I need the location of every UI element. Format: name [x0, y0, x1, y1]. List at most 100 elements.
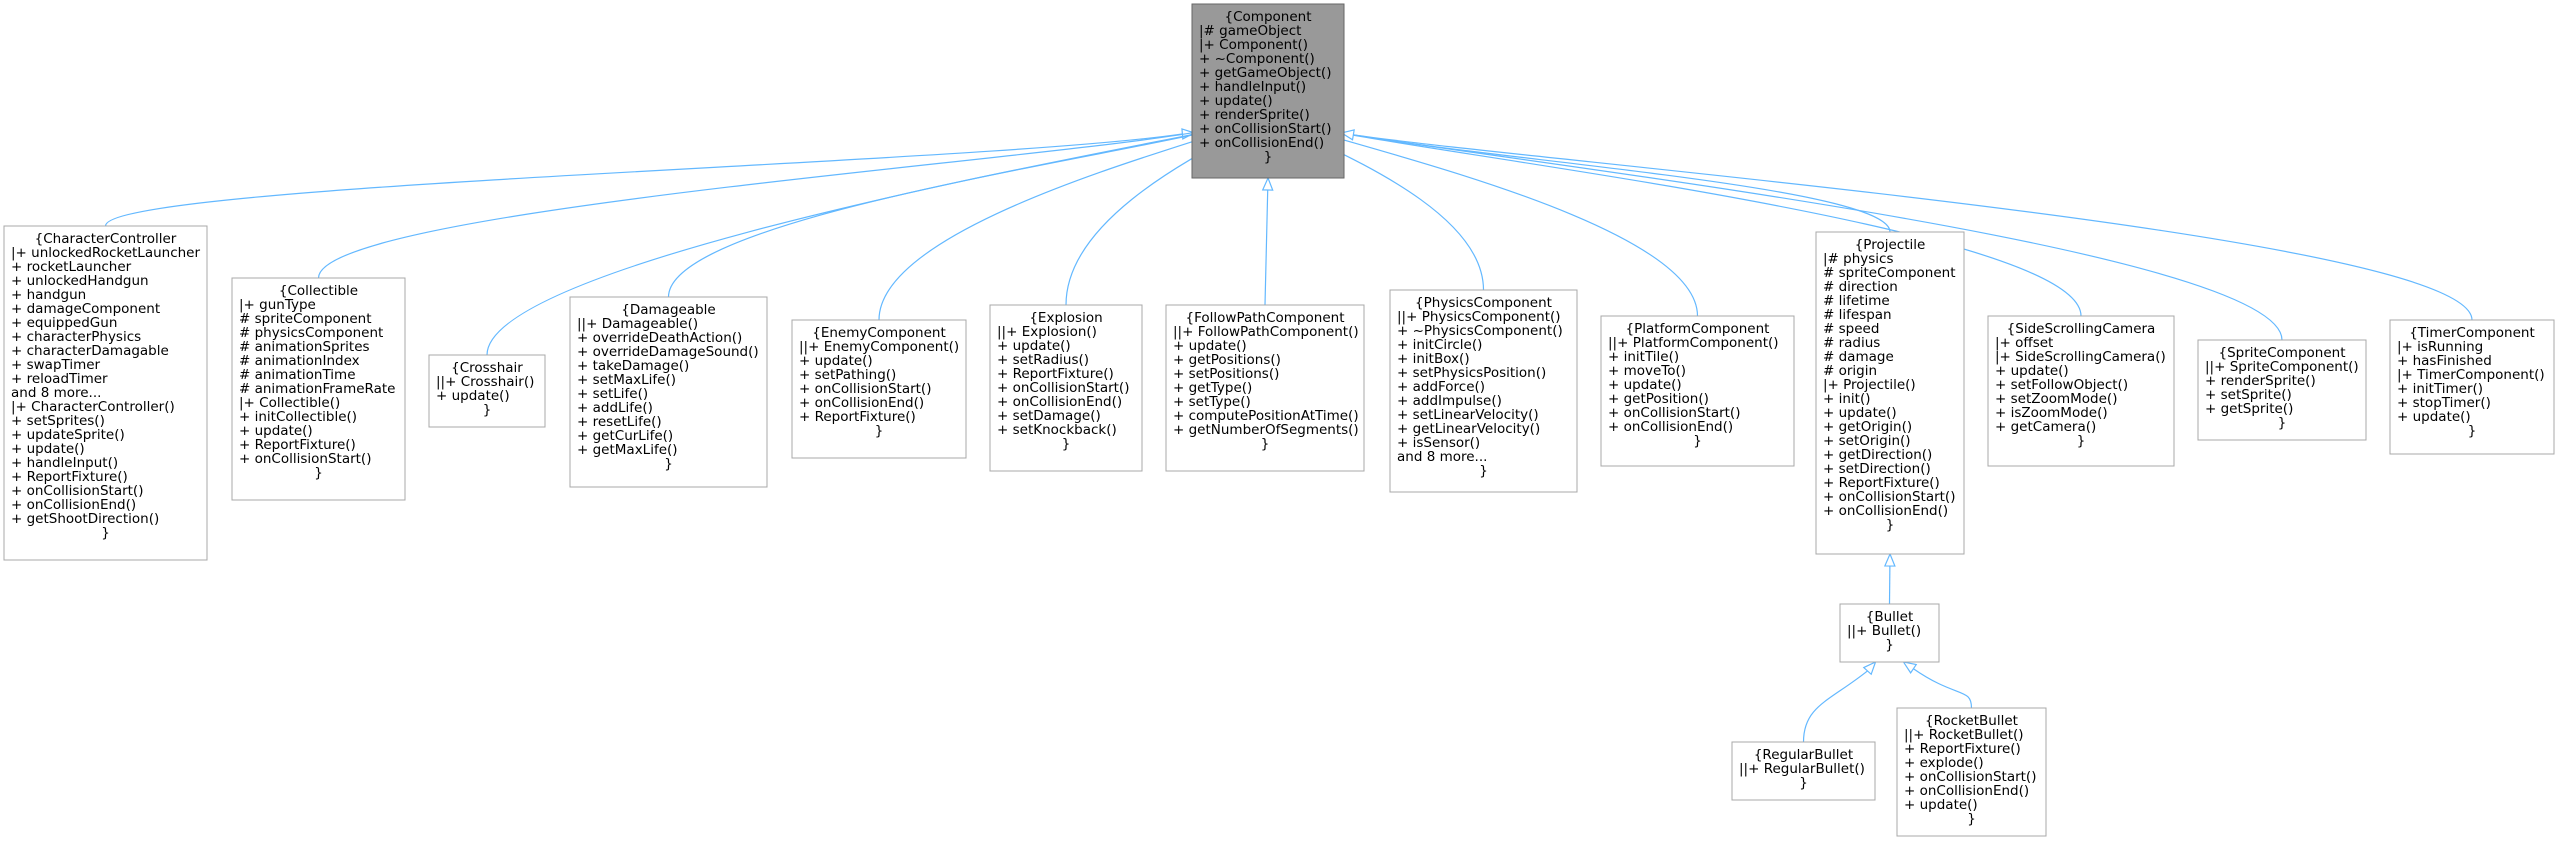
class-box: [1165, 304, 1365, 472]
class-member-line: |+ offset: [1995, 335, 2053, 351]
class-member-line: + isSensor(): [1397, 435, 1480, 451]
class-member-line: + onCollisionEnd(): [799, 395, 924, 411]
class-member-line: ||+ SpriteComponent(): [2205, 359, 2359, 375]
class-member-line: + initBox(): [1397, 351, 1470, 367]
class-node-collectible[interactable]: {Collectible|+ gunType# spriteComponent#…: [231, 277, 406, 501]
class-member-line: + reloadTimer: [11, 371, 108, 387]
inheritance-arrowhead-timer-component: [1339, 129, 1355, 141]
class-member-line: + update(): [239, 423, 313, 439]
class-node-platform-component[interactable]: {PlatformComponent||+ PlatformComponent(…: [1600, 315, 1795, 467]
class-title: {Damageable: [621, 302, 715, 318]
class-member-line: # animationFrameRate: [239, 381, 395, 397]
class-title: {Projectile: [1855, 237, 1926, 253]
class-member-line: + initCircle(): [1397, 337, 1482, 353]
class-member-line: }: [314, 465, 323, 481]
class-member-line: + damageComponent: [11, 301, 160, 317]
class-member-line: + ReportFixture(): [997, 366, 1114, 382]
class-member-line: |+ Collectible(): [239, 395, 340, 411]
class-member-line: + setKnockback(): [997, 422, 1117, 438]
class-member-line: }: [1967, 811, 1976, 827]
class-node-regular-bullet[interactable]: {RegularBullet||+ RegularBullet()}: [1731, 741, 1876, 801]
class-node-side-scrolling-camera[interactable]: {SideScrollingCamera|+ offset|+ SideScro…: [1987, 315, 2175, 467]
class-member-line: }: [1799, 775, 1808, 791]
class-member-line: + getMaxLife(): [577, 442, 678, 458]
class-member-line: + getLinearVelocity(): [1397, 421, 1540, 437]
class-member-line: + update(): [799, 353, 873, 369]
class-member-line: + update(): [997, 338, 1071, 354]
class-title: {SpriteComponent: [2218, 345, 2345, 361]
inheritance-edge-sprite-component-to-component: [1341, 132, 2283, 341]
class-node-explosion[interactable]: {Explosion||+ Explosion()+ update()+ set…: [989, 304, 1143, 472]
inheritance-arrowhead-regular-bullet: [1862, 660, 1877, 676]
class-member-line: + onCollisionStart(): [997, 380, 1129, 396]
class-node-crosshair[interactable]: {Crosshair||+ Crosshair()+ update()}: [428, 354, 546, 428]
inheritance-edge-side-scrolling-camera-to-component: [1328, 130, 2082, 317]
class-member-line: + setType(): [1173, 394, 1251, 410]
class-box: [1839, 603, 1940, 663]
class-member-line: + onCollisionStart(): [11, 483, 143, 499]
class-member-line: + setDamage(): [997, 408, 1101, 424]
class-member-line: # damage: [1823, 349, 1894, 365]
class-title: {PlatformComponent: [1626, 321, 1770, 337]
class-node-sprite-component[interactable]: {SpriteComponent||+ SpriteComponent()+ r…: [2197, 339, 2367, 441]
class-box: [1731, 741, 1876, 801]
class-member-line: }: [1885, 637, 1894, 653]
class-member-line: + update(): [2397, 409, 2471, 425]
class-member-line: + hasFinished: [2397, 353, 2492, 369]
class-member-line: + initCollectible(): [239, 409, 357, 425]
class-member-line: + characterDamagable: [11, 343, 169, 359]
class-node-component[interactable]: {Component|# gameObject|+ Component()+ ~…: [1191, 3, 1345, 179]
class-member-line: + ~Component(): [1199, 51, 1315, 67]
class-member-line: + handleInput(): [1199, 79, 1306, 95]
class-node-damageable[interactable]: {Damageable||+ Damageable()+ overrideDea…: [569, 296, 768, 488]
class-node-timer-component[interactable]: {TimerComponent|+ isRunning+ hasFinished…: [2389, 319, 2555, 455]
class-member-line: + onCollisionEnd(): [1904, 783, 2029, 799]
class-member-line: + equippedGun: [11, 315, 117, 331]
class-member-line: # physicsComponent: [239, 325, 383, 341]
class-member-line: + setSprites(): [11, 413, 105, 429]
class-member-line: ||+ Crosshair(): [436, 374, 534, 390]
class-member-line: |+ Component(): [1199, 37, 1308, 53]
class-member-line: ||+ EnemyComponent(): [799, 339, 959, 355]
class-member-line: + renderSprite(): [1199, 107, 1310, 123]
class-member-line: + update(): [1823, 405, 1897, 421]
class-node-rocket-bullet[interactable]: {RocketBullet||+ RocketBullet()+ ReportF…: [1896, 707, 2047, 837]
class-member-line: + init(): [1823, 391, 1871, 407]
class-box: [1600, 315, 1795, 467]
class-box: [2389, 319, 2555, 455]
class-member-line: + onCollisionStart(): [1823, 489, 1955, 505]
class-title: {Collectible: [279, 283, 358, 299]
class-member-line: + update(): [1904, 797, 1978, 813]
class-member-line: ||+ Bullet(): [1847, 623, 1921, 639]
class-member-line: + getPosition(): [1608, 391, 1709, 407]
class-member-line: + setZoomMode(): [1995, 391, 2117, 407]
class-member-line: + addLife(): [577, 400, 653, 416]
class-title: {PhysicsComponent: [1415, 295, 1552, 311]
class-member-line: }: [1264, 149, 1273, 165]
inheritance-arrowhead-bullet: [1883, 552, 1896, 567]
class-box: [1815, 231, 1965, 555]
inheritance-edge-collectible-to-component: [317, 131, 1196, 279]
class-member-line: + getCamera(): [1995, 419, 2096, 435]
class-member-line: + initTile(): [1608, 349, 1679, 365]
class-node-projectile[interactable]: {Projectile|# physics# spriteComponent# …: [1815, 231, 1965, 555]
class-member-line: ||+ PhysicsComponent(): [1397, 309, 1561, 325]
class-node-follow-path-component[interactable]: {FollowPathComponent||+ FollowPathCompon…: [1165, 304, 1365, 472]
class-member-line: + onCollisionEnd(): [11, 497, 136, 513]
class-node-bullet[interactable]: {Bullet||+ Bullet()}: [1839, 603, 1940, 663]
class-node-enemy-component[interactable]: {EnemyComponent||+ EnemyComponent()+ upd…: [791, 319, 967, 459]
class-node-character-controller[interactable]: {CharacterController|+ unlockedRocketLau…: [3, 225, 208, 561]
class-member-line: + ReportFixture(): [239, 437, 356, 453]
class-member-line: + update(): [11, 441, 85, 457]
class-member-line: }: [1886, 517, 1895, 533]
class-member-line: |+ unlockedRocketLauncher: [11, 245, 200, 261]
class-node-physics-component[interactable]: {PhysicsComponent||+ PhysicsComponent() +…: [1389, 289, 1578, 493]
class-member-line: + update(): [1199, 93, 1273, 109]
class-member-line: + update(): [436, 388, 510, 404]
class-member-line: # origin: [1823, 363, 1877, 379]
class-title: {TimerComponent: [2409, 325, 2535, 341]
class-box: [231, 277, 406, 501]
class-member-line: # lifetime: [1823, 293, 1890, 309]
class-member-line: + setDirection(): [1823, 461, 1931, 477]
class-box: [989, 304, 1143, 472]
